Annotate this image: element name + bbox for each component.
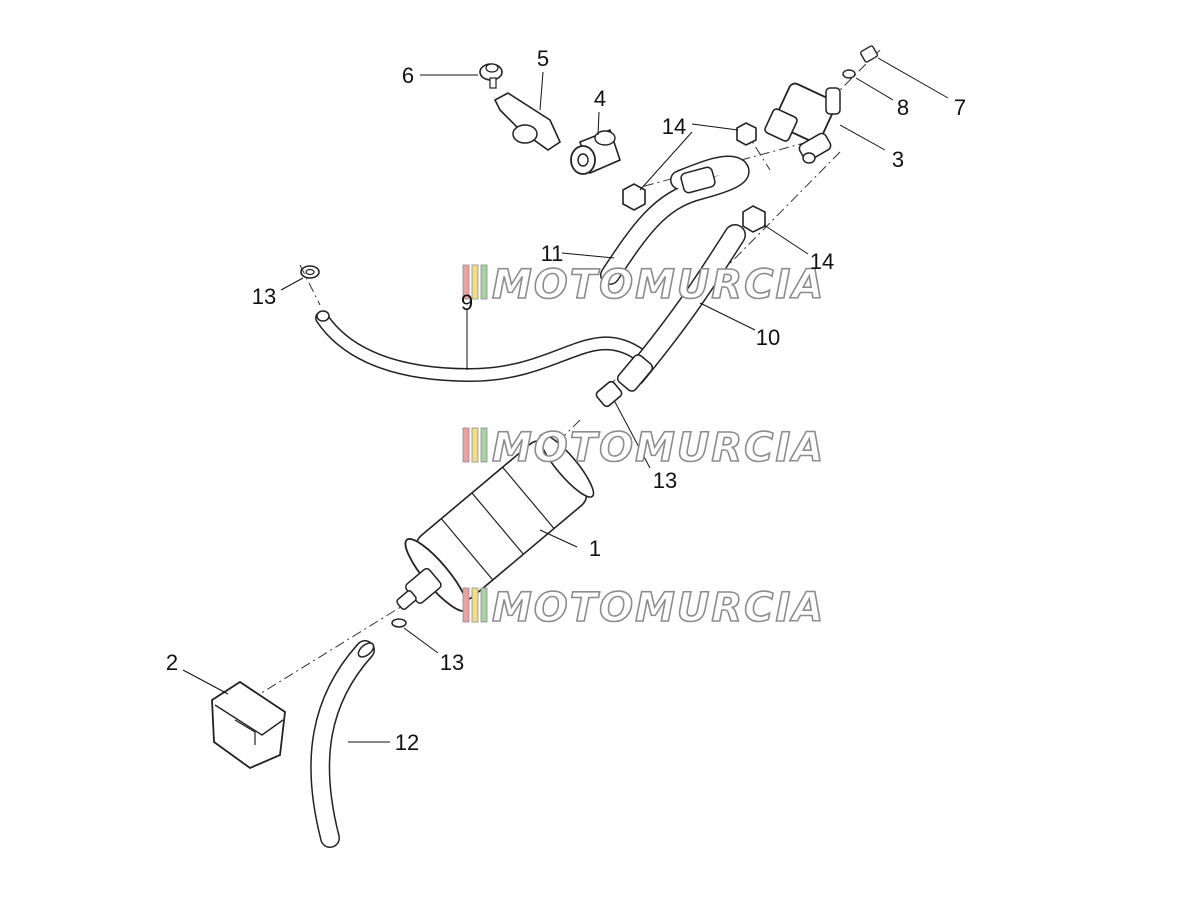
- watermark-stripe-green: [480, 587, 488, 623]
- callout-13-upper: 13: [252, 284, 276, 309]
- callout-labels: 1 2 3 4 5 6 7 8 9 10 11 12 13 13 13 14 1…: [166, 46, 966, 755]
- callout-2: 2: [166, 650, 178, 675]
- watermark-stripe-yellow: [471, 427, 479, 463]
- leader-14b: [763, 224, 809, 255]
- callout-13-lower: 13: [440, 650, 464, 675]
- watermark-stripe-yellow: [471, 264, 479, 300]
- watermark-top: MOTOMURCIA: [462, 261, 825, 309]
- watermark-text: MOTOMURCIA: [492, 425, 825, 471]
- leader-lines: [182, 57, 949, 743]
- leader-13b: [614, 401, 651, 469]
- watermark-stripe-red: [462, 427, 470, 463]
- callout-9: 9: [461, 290, 473, 315]
- leader-11: [561, 252, 615, 259]
- callout-14-right: 14: [810, 249, 834, 274]
- clamp-13-upper: [300, 265, 320, 279]
- hose-10: [616, 224, 746, 392]
- leader-13a: [280, 277, 304, 291]
- callout-8: 8: [897, 95, 909, 120]
- leader-14a-left: [639, 131, 693, 191]
- leader-4: [597, 111, 600, 136]
- callout-3: 3: [892, 147, 904, 172]
- washer-8: [842, 69, 856, 79]
- leader-5: [539, 71, 544, 111]
- leader-7: [877, 57, 949, 99]
- watermark-stripe-red: [462, 587, 470, 623]
- valve-3: [764, 82, 841, 164]
- watermark-middle: MOTOMURCIA: [462, 424, 825, 472]
- grommet-4: [570, 128, 621, 175]
- callout-7: 7: [954, 95, 966, 120]
- leader-8: [855, 77, 894, 101]
- axis-line-clamp: [299, 264, 321, 306]
- watermark-stripe-green: [480, 427, 488, 463]
- nut-14-left: [622, 183, 646, 211]
- callout-1: 1: [589, 536, 601, 561]
- canister-1: [396, 433, 595, 612]
- callout-13-mid: 13: [653, 468, 677, 493]
- callout-6: 6: [402, 63, 414, 88]
- watermark-text: MOTOMURCIA: [492, 585, 825, 631]
- callout-11: 11: [541, 241, 564, 266]
- callout-5: 5: [537, 46, 549, 71]
- watermark-stripe-red: [462, 264, 470, 300]
- leader-2: [182, 669, 229, 695]
- hose-11: [600, 155, 750, 285]
- strap-5: [493, 92, 562, 151]
- nut-14-top: [736, 122, 757, 146]
- callout-10: 10: [756, 325, 780, 350]
- watermark-text: MOTOMURCIA: [492, 262, 825, 308]
- watermark-bottom: MOTOMURCIA: [462, 584, 825, 632]
- callout-4: 4: [594, 86, 606, 111]
- axis-line-bracket: [249, 599, 413, 701]
- leader-3: [839, 124, 886, 151]
- leader-10: [699, 302, 756, 331]
- leader-14a-top: [691, 123, 739, 131]
- clamp-13-lower: [391, 618, 407, 628]
- hose-12: [310, 640, 375, 848]
- nut-14-right: [742, 205, 766, 233]
- cap-7: [859, 45, 879, 63]
- leader-1: [539, 529, 578, 548]
- bracket-2: [211, 680, 286, 770]
- clamp-13-mid: [595, 380, 623, 408]
- callout-14-upper: 14: [662, 114, 686, 139]
- watermark-stripe-green: [480, 264, 488, 300]
- callout-12: 12: [395, 730, 419, 755]
- leader-13c: [403, 627, 439, 654]
- screw-6: [479, 63, 503, 89]
- watermark-stripe-yellow: [471, 587, 479, 623]
- hose-9: [315, 310, 647, 383]
